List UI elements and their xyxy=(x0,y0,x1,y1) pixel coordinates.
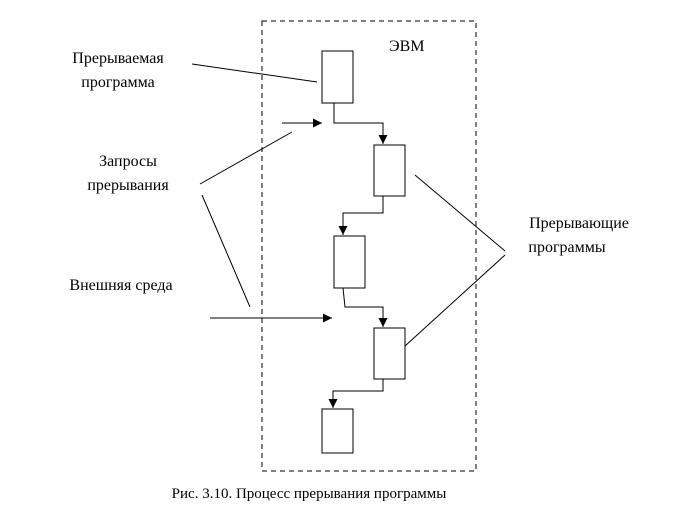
interrupted-program-label: Прерываемая xyxy=(72,50,164,67)
flow-connector-1 xyxy=(333,103,388,144)
interrupt-requests-label-2: прерывания xyxy=(87,177,169,194)
interrupted-program-block xyxy=(321,50,354,104)
leader-interrupted-program xyxy=(191,63,318,83)
interrupted-program-block-3 xyxy=(321,408,354,454)
leader-requests-lower xyxy=(201,194,251,308)
interrupting-programs-label-2: программы xyxy=(528,239,605,256)
computer-label: ЭВМ xyxy=(389,38,424,55)
leader-interrupting-lower xyxy=(404,254,506,347)
flow-connector-2 xyxy=(338,196,384,235)
leader-interrupting-upper xyxy=(414,174,506,252)
interrupted-program-block-2 xyxy=(333,235,366,289)
interrupted-program-label-2: программа xyxy=(81,74,154,91)
interrupting-program-block-2 xyxy=(373,327,406,380)
interrupting-program-block-1 xyxy=(373,144,406,197)
leader-requests-upper xyxy=(199,131,293,185)
flow-connector-3 xyxy=(342,287,388,327)
flow-connector-4 xyxy=(328,379,384,408)
external-environment-label: Внешняя среда xyxy=(69,277,172,294)
interrupt-requests-label: Запросы xyxy=(99,153,157,170)
figure-caption: Рис. 3.10. Процесс прерывания программы xyxy=(172,486,447,502)
interrupting-programs-label: Прерывающие xyxy=(529,215,629,232)
computer-boundary xyxy=(261,20,477,472)
